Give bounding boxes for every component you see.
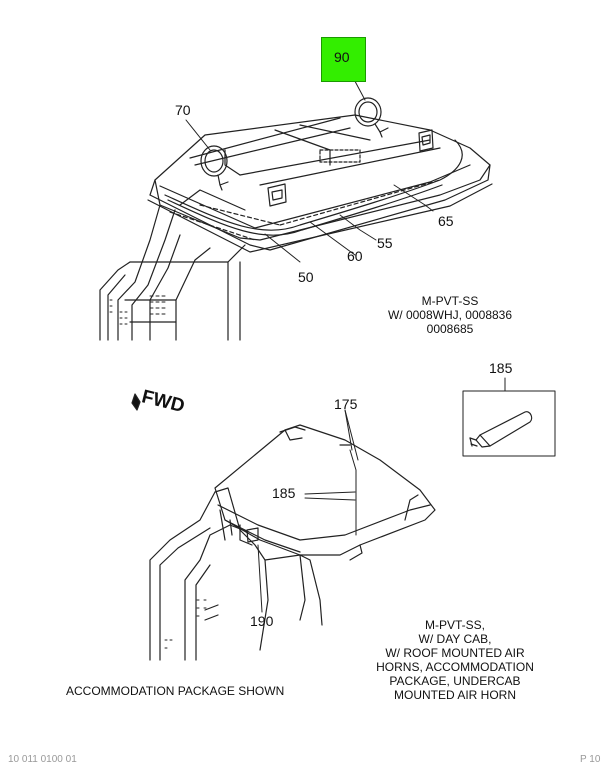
lower-cab-frame <box>149 487 323 661</box>
callout-55: 55 <box>377 235 393 251</box>
footer-document-number: 10 011 0100 01 <box>8 754 77 765</box>
callout-50: 50 <box>298 269 314 285</box>
lower-roof <box>214 424 436 561</box>
right-air-horn <box>354 97 389 138</box>
callout-70: 70 <box>175 102 191 118</box>
callout-185-sealant: 185 <box>272 485 296 501</box>
callout-65: 65 <box>438 213 454 229</box>
callout-190: 190 <box>250 613 274 629</box>
callout-90: 90 <box>334 49 350 65</box>
left-air-horn <box>200 145 229 191</box>
upper-applicability-note: M-PVT-SS W/ 0008WHJ, 0008836 0008685 <box>387 294 513 336</box>
callout-175: 175 <box>334 396 358 412</box>
lower-applicability-note: M-PVT-SS, W/ DAY CAB, W/ ROOF MOUNTED AI… <box>376 618 534 702</box>
lower-leader-lines <box>257 409 359 613</box>
footer-page-number: P 10 <box>580 754 601 765</box>
callout-60: 60 <box>347 248 363 264</box>
upper-leader-lines <box>185 69 434 263</box>
sealant-tube-illustration <box>462 377 556 457</box>
upper-cab-frame <box>99 204 246 341</box>
fwd-arrow-icon <box>131 393 141 411</box>
accommodation-package-caption: ACCOMMODATION PACKAGE SHOWN <box>66 684 285 698</box>
upper-roof <box>147 114 493 253</box>
highlight-box-90 <box>321 37 366 82</box>
callout-185-tube: 185 <box>489 360 513 376</box>
